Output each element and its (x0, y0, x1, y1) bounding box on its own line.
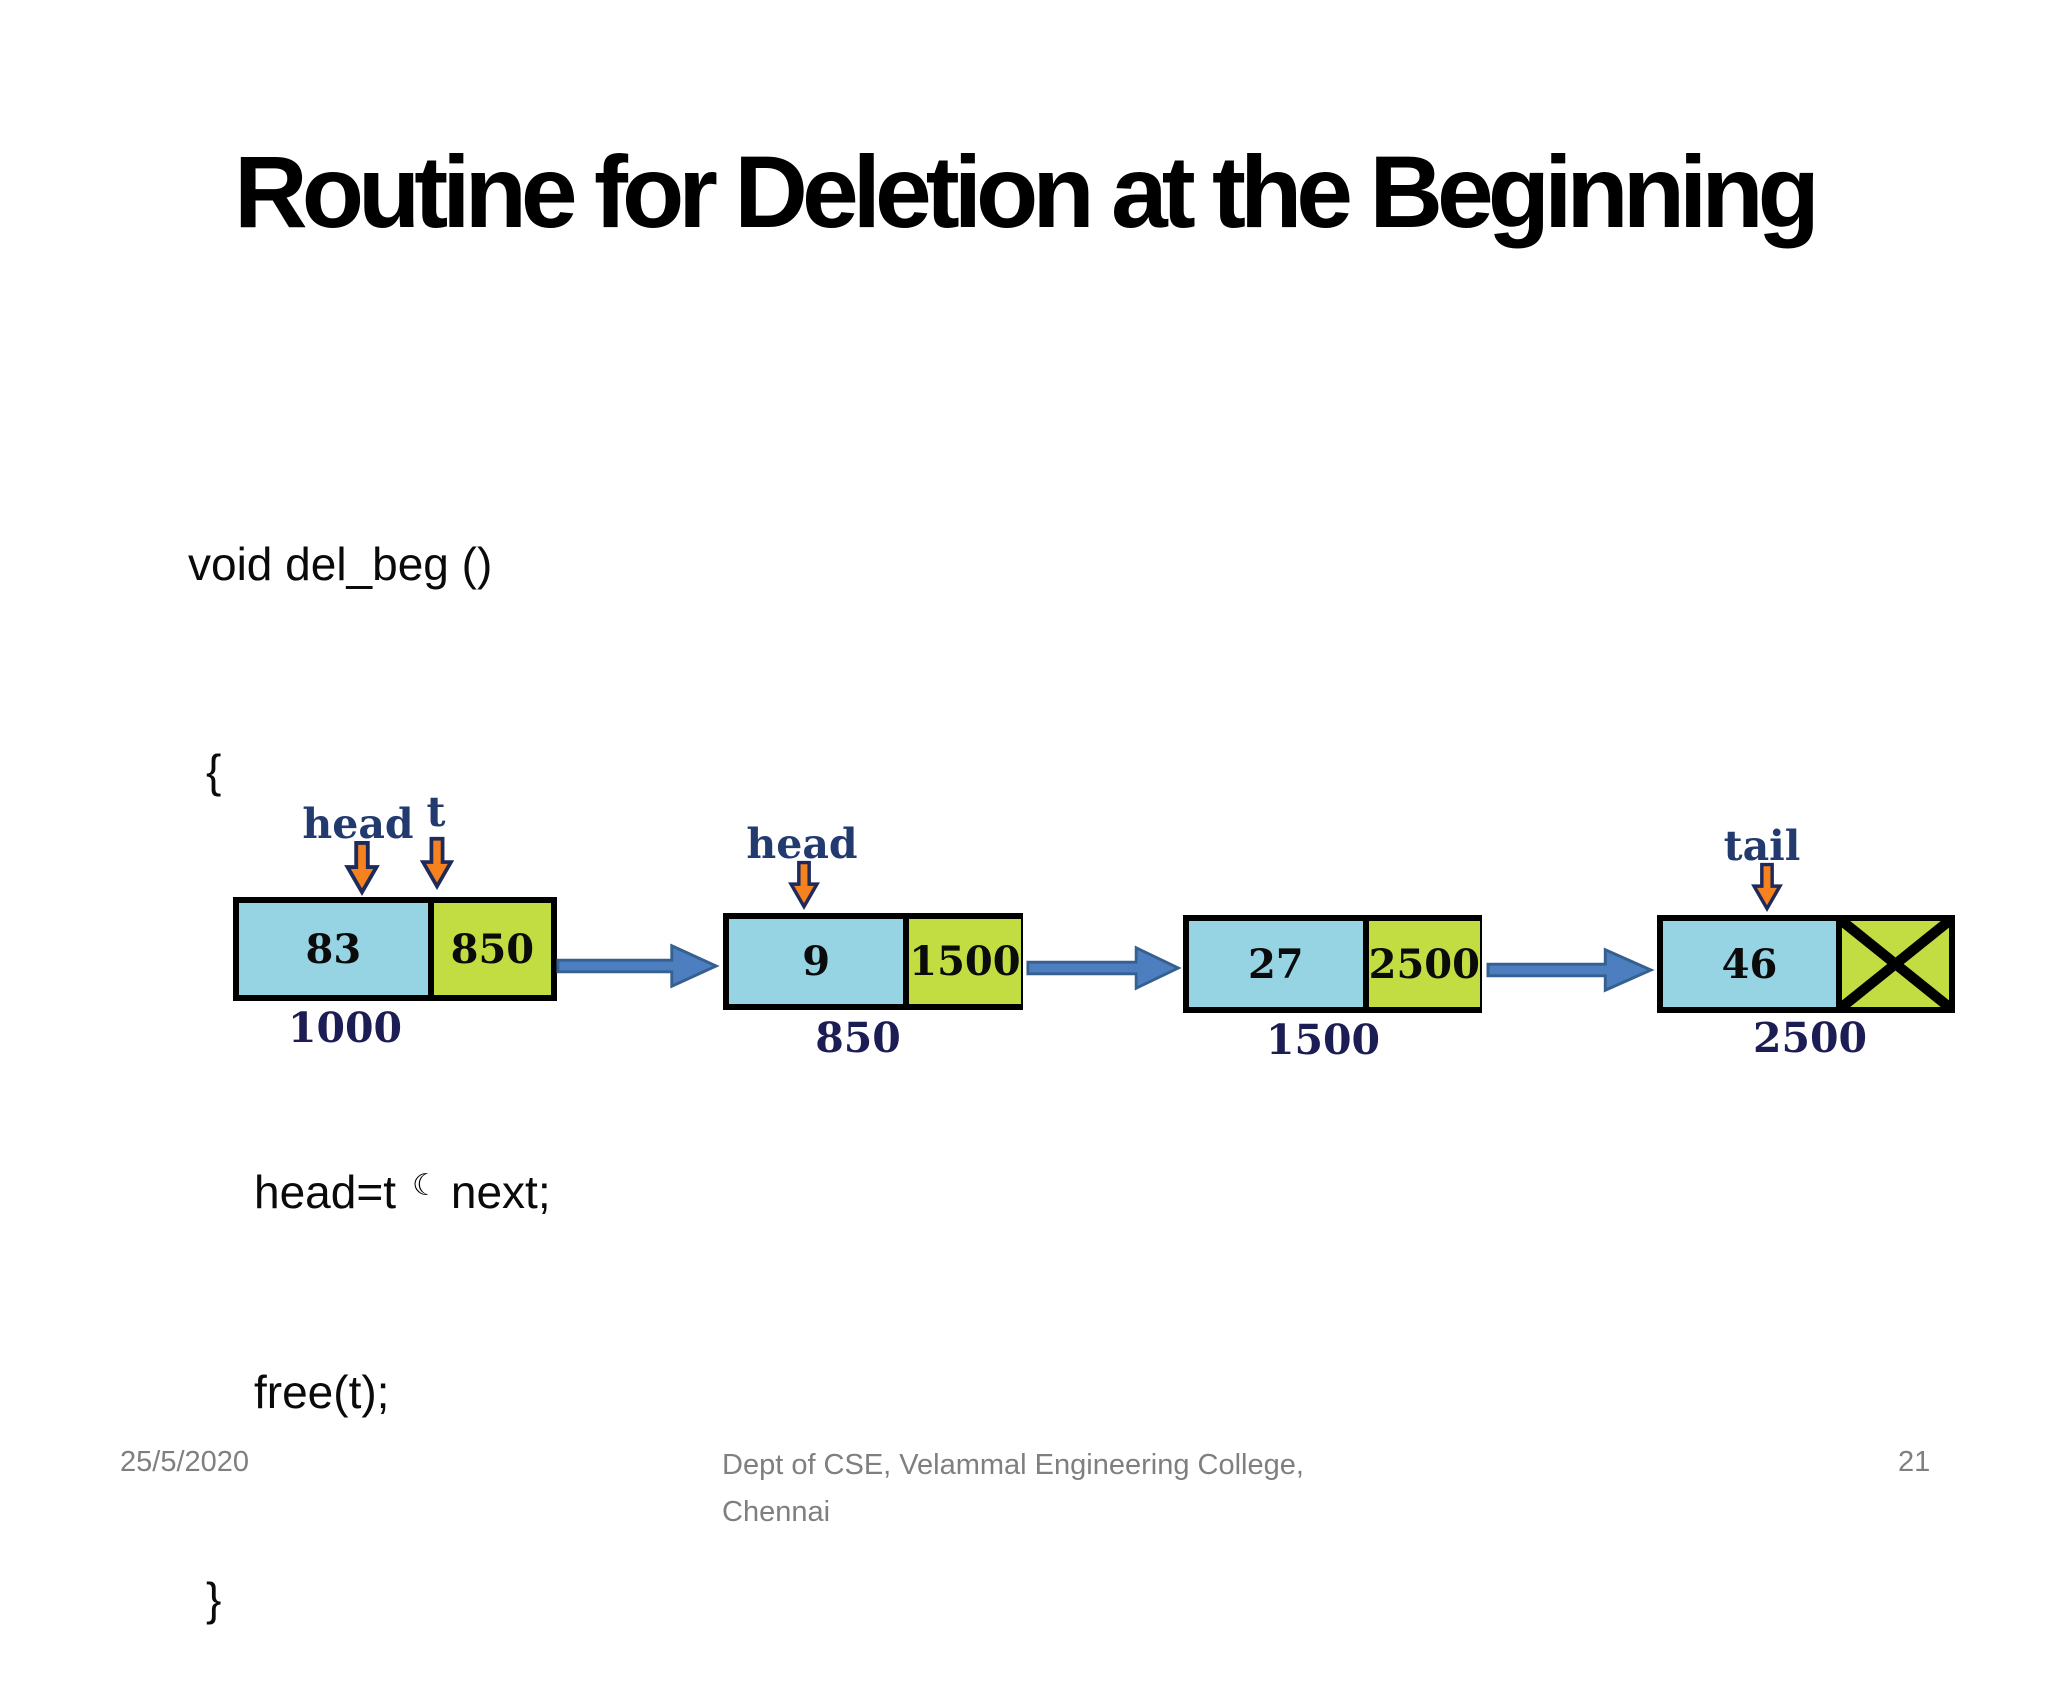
footer-institution: Dept of CSE, Velammal Engineering Colleg… (722, 1442, 1422, 1536)
node-2-address: 850 (815, 1014, 901, 1062)
node-1-next-value: 850 (450, 925, 535, 973)
code-line-1: void del_beg () (188, 538, 493, 590)
node-3-address: 1500 (1265, 1016, 1381, 1064)
footer-institution-line1: Dept of CSE, Velammal Engineering Colleg… (722, 1449, 1304, 1481)
node-3-next-value: 2500 (1368, 940, 1480, 988)
null-x-icon (1842, 921, 1949, 1007)
code-line-5: free(t); (254, 1366, 390, 1418)
code-line-4-right: next; (450, 1166, 551, 1218)
node-3-next-cell: 2500 (1362, 921, 1480, 1007)
node-2-next-cell: 1500 (903, 919, 1021, 1004)
node-1-data-value: 83 (305, 925, 362, 973)
code-line-2: { (206, 745, 222, 797)
node-2-data-cell: 9 (729, 919, 904, 1004)
head-pointer-label-node1: head (302, 800, 414, 848)
node-4-data-value: 46 (1721, 940, 1778, 988)
node-2-data-value: 9 (802, 938, 831, 985)
node-4-next-cell (1836, 921, 1949, 1007)
tail-down-arrow-icon (1751, 862, 1783, 912)
footer-institution-line2: Chennai (722, 1496, 831, 1528)
code-line-4: head=t ☾ next; (188, 1151, 551, 1220)
tail-pointer-label: tail (1723, 822, 1801, 870)
head-down-arrow-icon-node2 (788, 860, 820, 910)
node-3: 27 2500 (1183, 915, 1482, 1013)
slide-title: Routine for Deletion at the Beginning (234, 135, 1820, 249)
node-2-next-value: 1500 (909, 938, 1021, 985)
node-4-address: 2500 (1752, 1014, 1868, 1062)
t-pointer-label: t (426, 788, 446, 836)
node-4-data-cell: 46 (1663, 921, 1837, 1007)
node-1-next-cell: 850 (427, 903, 551, 995)
head-down-arrow-icon-node1 (344, 840, 380, 896)
head-pointer-label-node2: head (746, 820, 858, 868)
footer-page-number: 21 (1898, 1446, 1931, 1478)
node-2: 9 1500 (723, 913, 1023, 1010)
link-arrow-3-icon (1486, 947, 1655, 993)
node-1: 83 850 (233, 897, 557, 1001)
node-1-address: 1000 (287, 1004, 403, 1052)
code-line-6: } (206, 1573, 222, 1625)
code-line-4-left: head=t (254, 1166, 396, 1218)
next-pointer-moon-icon: ☾ (411, 1169, 439, 1202)
footer-date: 25/5/2020 (120, 1446, 250, 1478)
node-3-data-value: 27 (1247, 940, 1304, 988)
link-arrow-1-icon (556, 943, 720, 989)
node-4: 46 (1657, 915, 1955, 1013)
link-arrow-2-icon (1026, 945, 1182, 991)
t-down-arrow-icon (419, 836, 455, 890)
node-3-data-cell: 27 (1189, 921, 1363, 1007)
node-1-data-cell: 83 (239, 903, 428, 995)
